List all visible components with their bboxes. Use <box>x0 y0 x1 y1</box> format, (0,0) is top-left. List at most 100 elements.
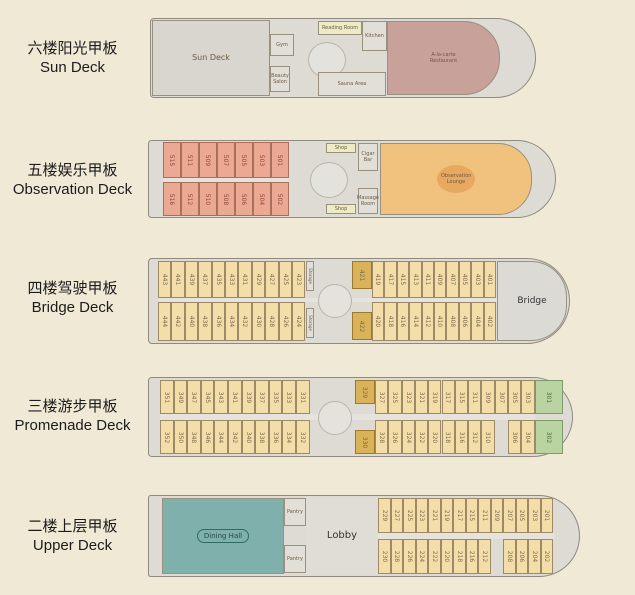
cabin-437[interactable]: 437 <box>198 261 212 298</box>
cabin-402[interactable]: 402 <box>483 302 496 341</box>
cabin-504[interactable]: 504 <box>253 182 271 216</box>
cabin-425[interactable]: 425 <box>278 261 292 298</box>
cabin-335[interactable]: 335 <box>268 380 283 414</box>
cabin-440[interactable]: 440 <box>184 302 199 341</box>
cabin-427[interactable]: 427 <box>265 261 279 298</box>
cabin-406[interactable]: 406 <box>458 302 472 341</box>
cabin-216[interactable]: 216 <box>465 539 478 574</box>
cabin-212[interactable]: 212 <box>478 539 491 574</box>
cabin-223[interactable]: 223 <box>415 498 428 533</box>
cabin-412[interactable]: 412 <box>421 302 434 341</box>
cabin-424[interactable]: 424 <box>292 302 306 341</box>
cabin-336[interactable]: 336 <box>268 420 283 454</box>
cabin-344[interactable]: 344 <box>214 420 228 454</box>
cabin-505[interactable]: 505 <box>235 142 253 178</box>
cabin-323[interactable]: 323 <box>401 380 415 414</box>
cabin-417[interactable]: 417 <box>384 261 397 298</box>
cabin-342[interactable]: 342 <box>228 420 242 454</box>
cabin-413[interactable]: 413 <box>409 261 422 298</box>
cabin-224[interactable]: 224 <box>415 539 428 574</box>
cabin-330[interactable]: 330 <box>355 430 375 454</box>
cabin-401[interactable]: 401 <box>483 261 496 298</box>
cabin-230[interactable]: 230 <box>378 539 391 574</box>
cabin-205[interactable]: 205 <box>515 498 528 533</box>
cabin-410[interactable]: 410 <box>434 302 447 341</box>
cabin-215[interactable]: 215 <box>465 498 478 533</box>
cabin-431[interactable]: 431 <box>238 261 252 298</box>
cabin-350[interactable]: 350 <box>173 420 188 454</box>
cabin-509[interactable]: 509 <box>199 142 217 178</box>
cabin-324[interactable]: 324 <box>401 420 415 454</box>
cabin-312[interactable]: 312 <box>468 420 482 454</box>
cabin-345[interactable]: 345 <box>200 380 215 414</box>
cabin-438[interactable]: 438 <box>198 302 212 341</box>
cabin-420[interactable]: 420 <box>372 302 385 341</box>
cabin-351[interactable]: 351 <box>160 380 174 414</box>
cabin-507[interactable]: 507 <box>217 142 235 178</box>
cabin-429[interactable]: 429 <box>251 261 266 298</box>
cabin-320[interactable]: 320 <box>428 420 442 454</box>
cabin-422[interactable]: 422 <box>352 312 372 340</box>
cabin-315[interactable]: 315 <box>454 380 469 414</box>
cabin-432[interactable]: 432 <box>238 302 252 341</box>
cabin-304[interactable]: 304 <box>521 420 535 454</box>
cabin-339[interactable]: 339 <box>241 380 256 414</box>
cabin-346[interactable]: 346 <box>200 420 215 454</box>
cabin-221[interactable]: 221 <box>428 498 441 533</box>
cabin-207[interactable]: 207 <box>503 498 516 533</box>
cabin-203[interactable]: 203 <box>528 498 541 533</box>
cabin-506[interactable]: 506 <box>235 182 253 216</box>
cabin-426[interactable]: 426 <box>278 302 292 341</box>
cabin-227[interactable]: 227 <box>390 498 403 533</box>
cabin-219[interactable]: 219 <box>440 498 453 533</box>
cabin-443[interactable]: 443 <box>158 261 172 298</box>
cabin-511[interactable]: 511 <box>181 142 199 178</box>
cabin-347[interactable]: 347 <box>187 380 201 414</box>
cabin-331[interactable]: 331 <box>296 380 310 414</box>
cabin-423[interactable]: 423 <box>292 261 306 298</box>
cabin-327[interactable]: 327 <box>375 380 389 414</box>
cabin-439[interactable]: 439 <box>184 261 199 298</box>
cabin-349[interactable]: 349 <box>173 380 188 414</box>
cabin-337[interactable]: 337 <box>255 380 269 414</box>
cabin-328[interactable]: 328 <box>375 420 389 454</box>
cabin-444[interactable]: 444 <box>158 302 172 341</box>
cabin-209[interactable]: 209 <box>490 498 503 533</box>
cabin-307[interactable]: 307 <box>494 380 508 414</box>
cabin-310[interactable]: 310 <box>481 420 495 454</box>
cabin-206[interactable]: 206 <box>515 539 528 574</box>
cabin-211[interactable]: 211 <box>478 498 491 533</box>
cabin-434[interactable]: 434 <box>225 302 239 341</box>
cabin-404[interactable]: 404 <box>471 302 484 341</box>
cabin-302[interactable]: 302 <box>535 420 563 454</box>
cabin-411[interactable]: 411 <box>421 261 434 298</box>
cabin-325[interactable]: 325 <box>388 380 402 414</box>
cabin-433[interactable]: 433 <box>225 261 239 298</box>
cabin-421[interactable]: 421 <box>352 261 372 289</box>
cabin-436[interactable]: 436 <box>211 302 225 341</box>
cabin-228[interactable]: 228 <box>390 539 403 574</box>
cabin-329[interactable]: 329 <box>355 380 375 404</box>
cabin-322[interactable]: 322 <box>414 420 429 454</box>
cabin-435[interactable]: 435 <box>211 261 225 298</box>
cabin-217[interactable]: 217 <box>453 498 466 533</box>
cabin-418[interactable]: 418 <box>384 302 397 341</box>
cabin-405[interactable]: 405 <box>458 261 472 298</box>
cabin-414[interactable]: 414 <box>409 302 422 341</box>
cabin-508[interactable]: 508 <box>217 182 235 216</box>
cabin-220[interactable]: 220 <box>440 539 453 574</box>
cabin-415[interactable]: 415 <box>396 261 410 298</box>
cabin-318[interactable]: 318 <box>441 420 455 454</box>
cabin-334[interactable]: 334 <box>282 420 296 454</box>
cabin-430[interactable]: 430 <box>251 302 266 341</box>
cabin-516[interactable]: 516 <box>163 182 181 216</box>
cabin-333[interactable]: 333 <box>282 380 296 414</box>
cabin-502[interactable]: 502 <box>271 182 289 216</box>
cabin-229[interactable]: 229 <box>378 498 391 533</box>
cabin-202[interactable]: 202 <box>540 539 553 574</box>
cabin-512[interactable]: 512 <box>181 182 199 216</box>
cabin-222[interactable]: 222 <box>428 539 441 574</box>
cabin-348[interactable]: 348 <box>187 420 201 454</box>
cabin-428[interactable]: 428 <box>265 302 279 341</box>
cabin-208[interactable]: 208 <box>503 539 516 574</box>
